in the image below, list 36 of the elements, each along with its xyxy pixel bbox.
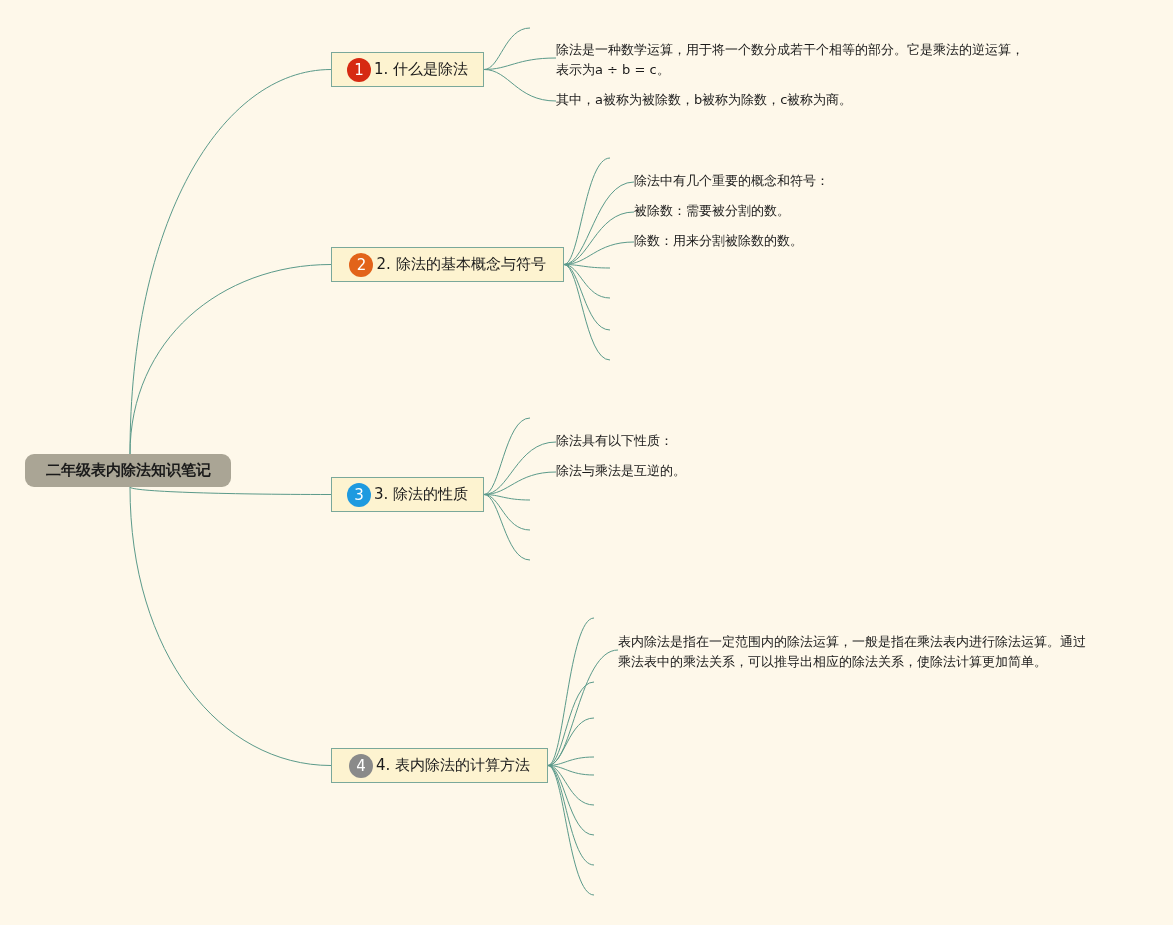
number-badge: 4 [348,753,373,778]
topic-label: 4. 表内除法的计算方法 [375,756,531,775]
branch-line [129,486,332,495]
topic-label: 1. 什么是除法 [373,60,469,79]
branch-line [129,486,332,766]
branch-line [483,69,557,102]
branch-line [547,765,595,836]
note-text: 除法具有以下性质： [556,431,856,451]
topic-box [331,247,564,282]
branch-line [483,494,531,561]
note-text: 其中，a被称为被除数，b被称为除数，c被称为商。 [556,90,956,110]
branch-line [563,157,611,265]
branch-line [129,264,332,455]
number-badge: 3 [346,482,371,507]
topic-box [331,748,548,783]
topic-box [331,477,484,512]
note-text: 除法中有几个重要的概念和符号： [634,171,934,191]
number-badge: 1 [346,57,371,82]
topic-box [331,52,484,87]
branch-line [563,264,611,361]
branch-line [483,417,531,495]
branch-line [547,617,595,766]
note-text: 除数：用来分割被除数的数。 [634,231,934,251]
branch-line [483,27,531,70]
branch-line [563,264,611,331]
branch-line [547,717,595,766]
note-text: 除法与乘法是互逆的。 [556,461,856,481]
topic-label: 3. 除法的性质 [373,485,469,504]
number-badge: 2 [349,252,374,277]
branch-line [563,181,635,265]
central-topic: 二年级表内除法知识笔记 [25,454,231,487]
note-text: 表内除法是指在一定范围内的除法运算，一般是指在乘法表内进行除法运算。通过乘法表中的乘法关系，可以推导出相应的除法关系，使除法计算更加简单。 [618,632,1096,672]
note-text: 被除数：需要被分割的数。 [634,201,934,221]
branch-line [547,765,595,896]
note-text: 除法是一种数学运算，用于将一个数分成若干个相等的部分。它是乘法的逆运算，表示为a ÷ b = c。 [556,40,1026,80]
topic-label: 2. 除法的基本概念与符号 [376,255,546,274]
